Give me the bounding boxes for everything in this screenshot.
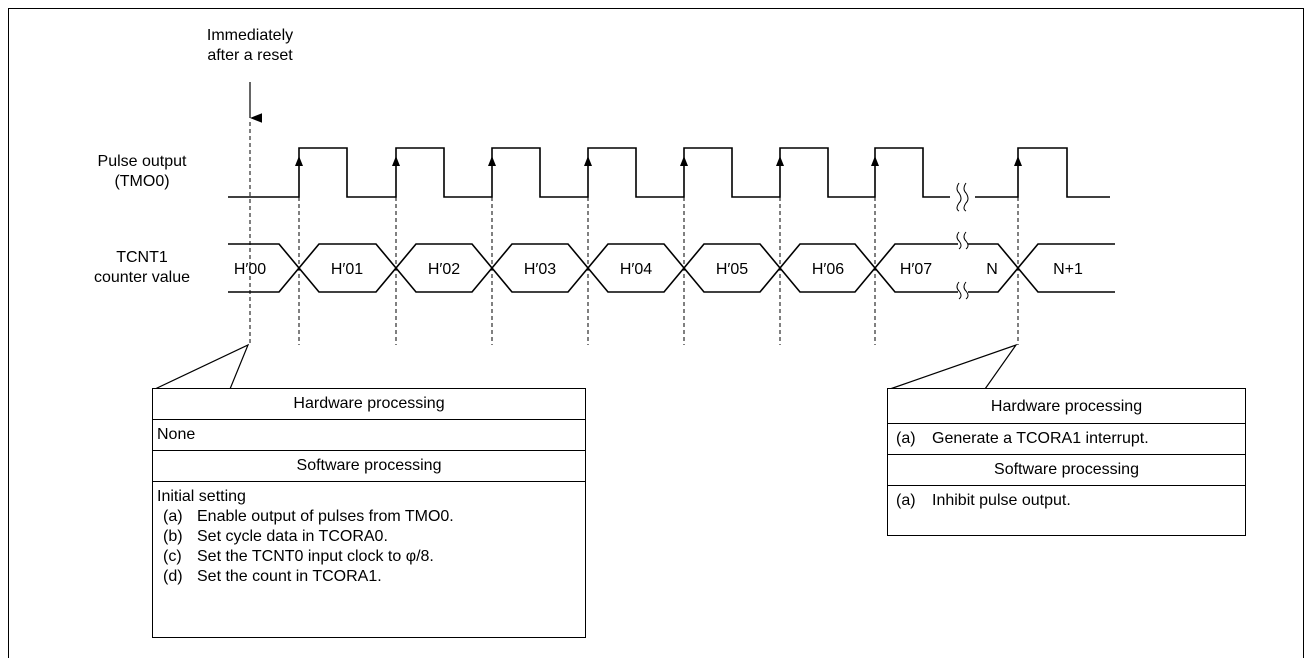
guide-lines	[249, 122, 1019, 345]
right-hw-item: (a) Generate a TCORA1 interrupt.	[888, 424, 1245, 455]
sw-item-text: Set cycle data in TCORA0.	[197, 528, 388, 545]
pulse-waveform	[228, 147, 1110, 198]
pulse-output-label: Pulse output (TMO0)	[72, 152, 212, 192]
left-processing-box: Hardware processing None Software proces…	[152, 388, 586, 638]
counter-value: N+1	[1053, 261, 1083, 278]
counter-value: H′02	[428, 261, 460, 278]
right-processing-box: Hardware processing (a) Generate a TCORA…	[887, 388, 1246, 536]
counter-value: H′07	[900, 261, 932, 278]
sw-item: (a) Enable output of pulses from TMO0.	[157, 507, 585, 527]
sw-item-key: (c)	[163, 548, 182, 565]
counter-value: N	[986, 261, 998, 278]
sw-item-key: (b)	[163, 528, 183, 545]
counter-bus	[228, 243, 1115, 293]
left-callout-pointer	[154, 343, 250, 390]
hw-item-key: (a)	[896, 430, 916, 447]
sw-item-text: Set the TCNT0 input clock to φ/8.	[197, 548, 434, 565]
break-marks	[956, 182, 969, 300]
reset-note-line2: after a reset	[207, 47, 293, 64]
counter-value: H′05	[716, 261, 748, 278]
hw-item-text: Generate a TCORA1 interrupt.	[932, 430, 1149, 447]
sw-item: (b) Set cycle data in TCORA0.	[157, 527, 585, 547]
counter-value: H′03	[524, 261, 556, 278]
right-callout-pointer	[889, 343, 1018, 390]
sw-item-key: (a)	[896, 492, 916, 509]
left-hw-title: Hardware processing	[153, 389, 585, 420]
sw-item-text: Enable output of pulses from TMO0.	[197, 508, 454, 525]
reset-note: Immediately after a reset	[180, 26, 320, 66]
counter-value: H′06	[812, 261, 844, 278]
left-hw-body: None	[153, 420, 585, 451]
sw-item-key: (a)	[163, 508, 183, 525]
pulse-label-line1: Pulse output	[97, 153, 187, 170]
diagram-frame	[8, 8, 1304, 658]
left-sw-body: Initial setting (a) Enable output of pul…	[153, 482, 585, 587]
right-sw-item: (a) Inhibit pulse output.	[888, 486, 1245, 517]
sw-item: (c) Set the TCNT0 input clock to φ/8.	[157, 547, 585, 567]
counter-label-line2: counter value	[93, 269, 191, 286]
right-sw-title: Software processing	[888, 455, 1245, 486]
counter-value: H′04	[620, 261, 652, 278]
rising-edge-arrows	[295, 156, 1022, 166]
counter-value: H′01	[331, 261, 363, 278]
reset-note-line1: Immediately	[206, 27, 294, 44]
counter-label-line1: TCNT1	[116, 249, 168, 266]
right-hw-title: Hardware processing	[888, 389, 1245, 424]
sw-item-key: (d)	[163, 568, 183, 585]
counter-value: H′00	[234, 261, 266, 278]
sw-intro: Initial setting	[157, 488, 246, 505]
counter-values: H′00 H′01 H′02 H′03 H′04 H′05 H′06 H′07 …	[234, 261, 1083, 278]
sw-item: (d) Set the count in TCORA1.	[157, 567, 585, 587]
sw-item-text: Set the count in TCORA1.	[197, 568, 382, 585]
counter-label: TCNT1 counter value	[72, 248, 212, 288]
pulse-label-line2: (TMO0)	[114, 173, 170, 190]
left-sw-title: Software processing	[153, 451, 585, 482]
sw-item-text: Inhibit pulse output.	[932, 492, 1071, 509]
